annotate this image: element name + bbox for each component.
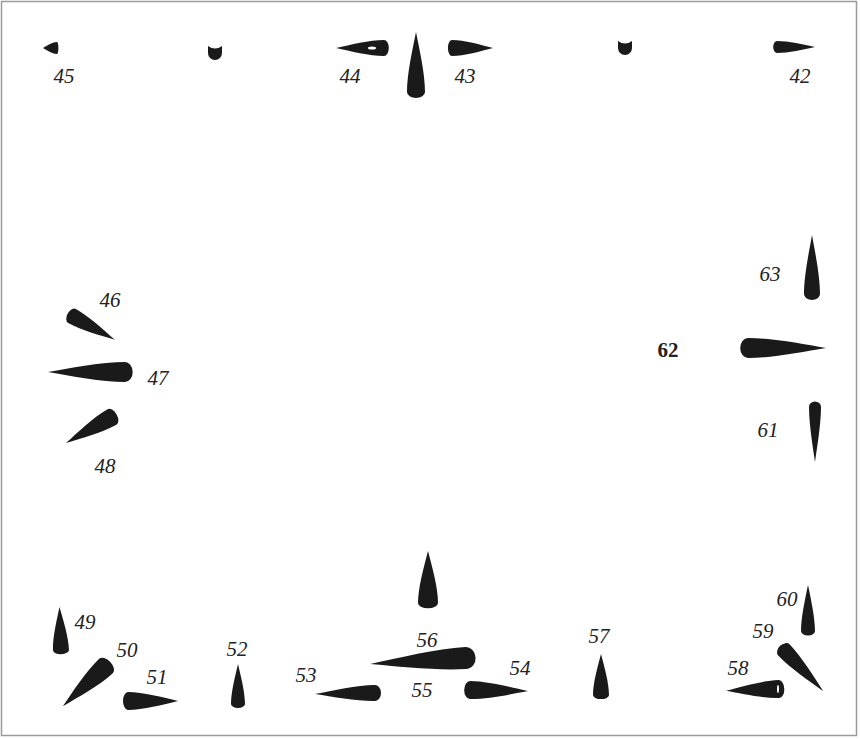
teardrop-shape <box>418 551 438 608</box>
teardrop-shape <box>448 40 493 56</box>
callout-number: 53 <box>296 665 317 686</box>
teardrop-shape <box>593 654 609 699</box>
shape-highlight <box>368 47 376 50</box>
callout-number: 63 <box>760 264 781 285</box>
callout-number: 60 <box>777 589 798 610</box>
cup-shape <box>618 41 632 55</box>
callout-number: 62 <box>658 340 679 361</box>
shape-highlight <box>777 685 779 693</box>
teardrop-shape <box>809 402 821 463</box>
callout-number: 61 <box>758 420 779 441</box>
callout-number: 50 <box>117 640 138 661</box>
callout-number: 58 <box>728 658 749 679</box>
callout-number: 54 <box>510 658 531 679</box>
callout-number: 51 <box>147 667 168 688</box>
teardrop-shape <box>64 307 119 347</box>
callout-number: 46 <box>100 290 121 311</box>
teardrop-shape <box>43 42 58 54</box>
callout-number: 42 <box>790 66 811 87</box>
callout-number: 43 <box>455 66 476 87</box>
teardrop-shape <box>56 655 117 714</box>
callout-number: 57 <box>589 626 610 647</box>
teardrop-shape <box>48 362 133 382</box>
teardrop-shape <box>336 40 389 56</box>
callout-number: 56 <box>417 630 438 651</box>
teardrop-shape <box>773 41 815 53</box>
teardrop-shape <box>804 235 820 300</box>
teardrop-shape <box>726 680 785 700</box>
teardrop-shape <box>315 685 381 702</box>
teardrop-shape <box>369 646 476 675</box>
teardrop-shape <box>61 407 121 451</box>
callout-number: 48 <box>95 456 116 477</box>
callout-number: 55 <box>412 680 433 701</box>
cup-shape <box>208 46 222 60</box>
teardrop-shape <box>464 681 528 700</box>
teardrop-shape <box>801 585 815 636</box>
teardrop-shape <box>231 664 245 708</box>
callout-number: 44 <box>340 66 361 87</box>
callout-number: 49 <box>75 612 96 633</box>
teardrop-shape <box>407 32 425 98</box>
callout-number: 59 <box>753 621 774 642</box>
callout-number: 52 <box>227 639 248 660</box>
teardrop-shape <box>123 692 178 710</box>
teardrop-shape <box>52 607 70 655</box>
callout-number: 45 <box>54 66 75 87</box>
teardrop-shape <box>740 338 826 358</box>
callout-number: 47 <box>148 368 169 389</box>
